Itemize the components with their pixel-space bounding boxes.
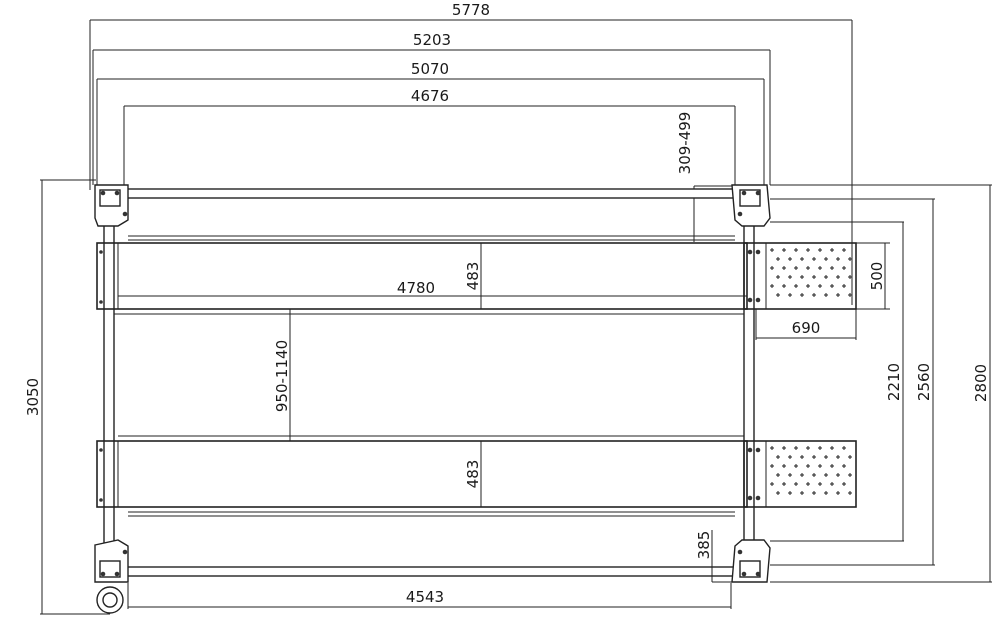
top-crossbeam bbox=[105, 188, 752, 199]
bottom-crossbeam bbox=[105, 566, 752, 577]
dim-label-4780: 4780 bbox=[397, 279, 435, 297]
dim-483-top: 483 bbox=[464, 243, 482, 309]
dim-5203: 5203 bbox=[92, 31, 771, 185]
dim-label-385: 385 bbox=[695, 531, 713, 560]
dim-2210: 2210 bbox=[770, 221, 904, 542]
dim-3050: 3050 bbox=[24, 179, 110, 615]
ramp-top-pattern bbox=[770, 248, 852, 297]
post-bottom-right bbox=[731, 539, 771, 583]
dim-500: 500 bbox=[856, 242, 890, 310]
dim-5070: 5070 bbox=[96, 60, 765, 185]
dim-label-690: 690 bbox=[792, 319, 821, 337]
dim-950-1140: 950-1140 bbox=[273, 309, 291, 441]
dim-4676: 4676 bbox=[123, 87, 736, 185]
dim-label-4676: 4676 bbox=[411, 87, 449, 105]
post-bottom-left bbox=[94, 539, 129, 583]
dim-label-950-1140: 950-1140 bbox=[273, 340, 291, 412]
dim-label-500: 500 bbox=[868, 262, 886, 291]
dim-label-2800: 2800 bbox=[972, 364, 990, 402]
left-rail bbox=[103, 197, 115, 567]
dim-label-5203: 5203 bbox=[413, 31, 451, 49]
dim-label-3050: 3050 bbox=[24, 378, 42, 416]
dim-label-5070: 5070 bbox=[411, 60, 449, 78]
dim-label-4543: 4543 bbox=[406, 588, 444, 606]
ramp-top bbox=[743, 242, 857, 310]
power-unit bbox=[96, 586, 124, 614]
ramp-bottom-pattern bbox=[770, 446, 852, 495]
dim-label-5778: 5778 bbox=[452, 1, 490, 19]
dim-label-483-bottom: 483 bbox=[464, 460, 482, 489]
post-top-right bbox=[731, 184, 771, 227]
dim-5778: 5778 bbox=[89, 1, 853, 305]
dim-label-2210: 2210 bbox=[885, 363, 903, 401]
dim-label-2560: 2560 bbox=[915, 363, 933, 401]
ramp-bottom bbox=[743, 440, 857, 508]
dim-label-309-499: 309-499 bbox=[676, 112, 694, 175]
dim-2800: 2800 bbox=[770, 184, 992, 583]
dim-385: 385 bbox=[695, 530, 735, 583]
runway-bottom bbox=[96, 435, 748, 517]
dim-2560: 2560 bbox=[770, 198, 935, 566]
post-top-left bbox=[94, 184, 129, 227]
dim-309-499: 309-499 bbox=[676, 112, 740, 242]
dim-label-483-top: 483 bbox=[464, 262, 482, 291]
runway-top bbox=[96, 235, 748, 315]
dim-483-bottom: 483 bbox=[464, 441, 482, 507]
dim-690: 690 bbox=[755, 309, 857, 340]
dim-4543: 4543 bbox=[127, 583, 732, 609]
